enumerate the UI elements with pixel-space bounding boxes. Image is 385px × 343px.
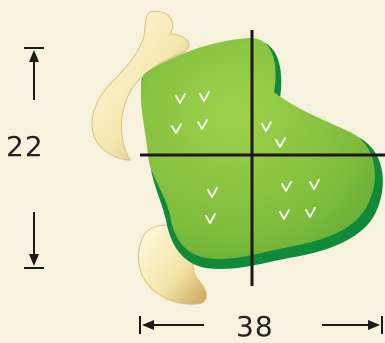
check-marks — [171, 91, 320, 224]
putting-green — [140, 38, 375, 259]
width-dimension-label: 38 — [236, 310, 274, 343]
depth-dimension-label: 22 — [6, 130, 44, 163]
bunker-upper-left — [91, 10, 190, 161]
width-dimension-arrows — [139, 316, 383, 334]
depth-dimension-arrows — [24, 47, 44, 269]
